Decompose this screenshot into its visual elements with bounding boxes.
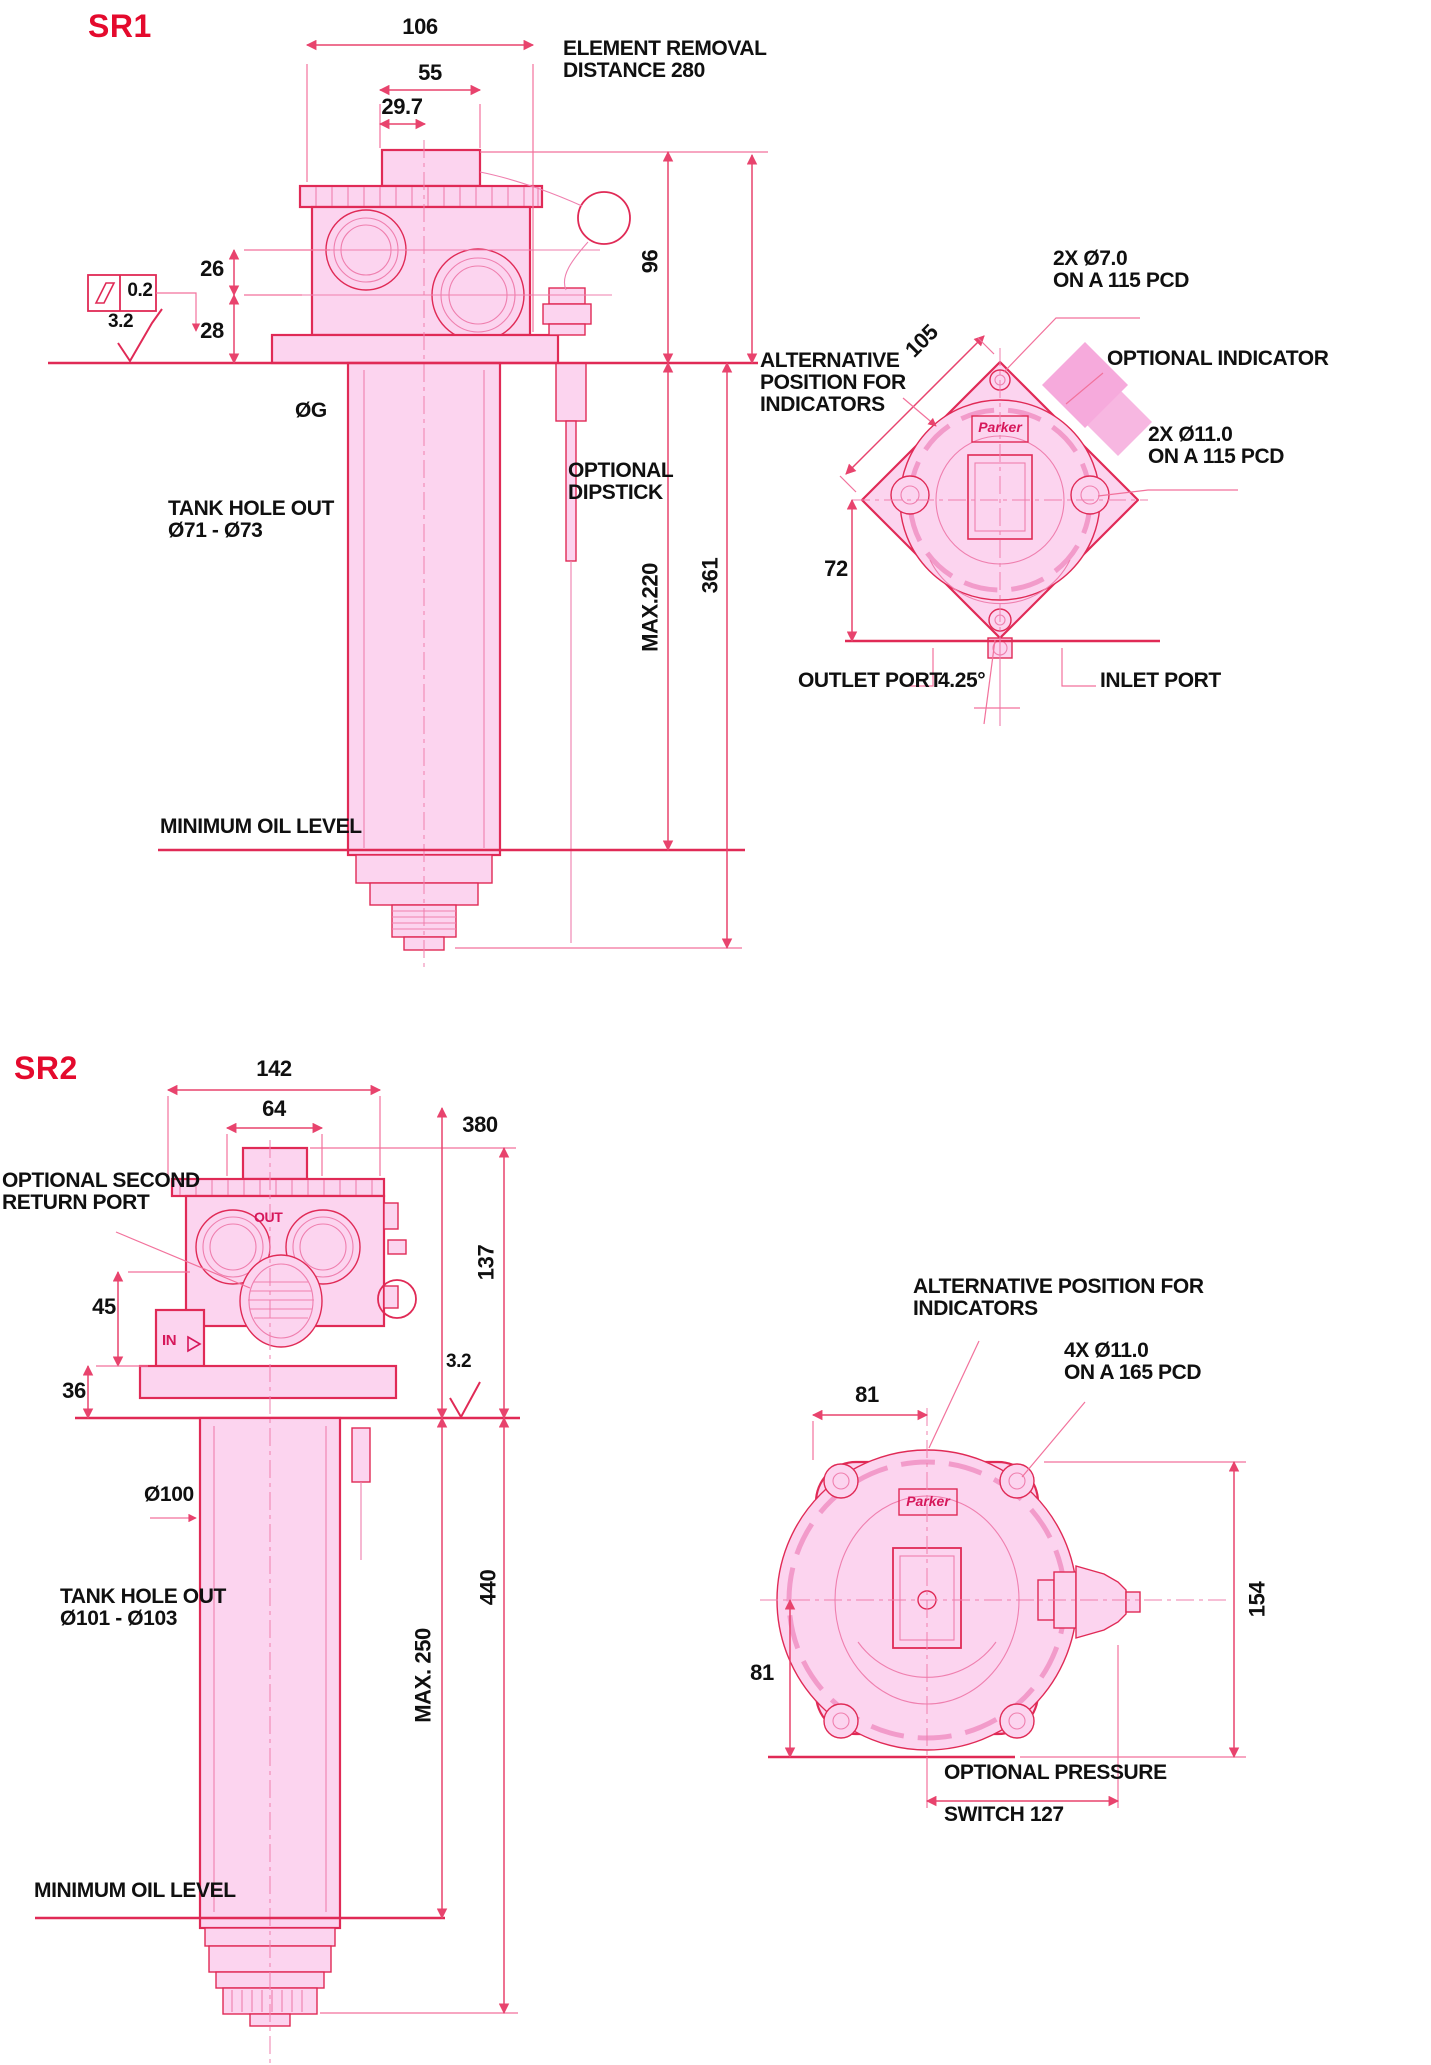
sr2-tank-hole-note: TANK HOLE OUT Ø101 - Ø103 — [60, 1585, 226, 1630]
flatness-symbol-icon — [94, 282, 116, 304]
sr2-roughness-value: 3.2 — [446, 1351, 472, 1372]
sr1-min-oil-label: MINIMUM OIL LEVEL — [160, 815, 362, 838]
sr1-top-drawing — [839, 317, 1238, 726]
sr1-dim-72: 72 — [824, 556, 848, 581]
sr1-cap — [380, 148, 482, 188]
sr1-dipstick-note: OPTIONAL DIPSTICK — [568, 459, 674, 504]
sr2-lanyard-loop — [377, 1279, 417, 1319]
sr1-dim-max220: MAX.220 — [637, 562, 663, 652]
sr2-pressure-switch-note-line2: SWITCH 127 — [944, 1803, 1064, 1826]
sr2-parker-logo: Parker — [906, 1493, 950, 1509]
sr2-dim-137: 137 — [473, 1244, 499, 1281]
sr2-dim-440: 440 — [475, 1569, 501, 1606]
sr2-dim-142: 142 — [256, 1056, 292, 1081]
sr2-dim-64: 64 — [262, 1096, 286, 1121]
sr1-section-title: SR1 — [88, 8, 152, 44]
sr1-inlet-port-label: INLET PORT — [1100, 669, 1221, 692]
sr1-small-holes-note: 2X Ø7.0 ON A 115 PCD — [1053, 247, 1190, 292]
sr1-dim-28: 28 — [200, 318, 224, 343]
sr1-front-drawing — [48, 39, 768, 968]
sr2-holes-note: 4X Ø11.0 ON A 165 PCD — [1064, 1339, 1202, 1384]
sr1-large-holes-note: 2X Ø11.0 ON A 115 PCD — [1148, 423, 1285, 468]
sr2-cap — [241, 1146, 309, 1181]
sr2-out-port-label: OUT — [254, 1209, 283, 1225]
sr2-section-title: SR2 — [14, 1050, 78, 1086]
sr1-element-removal-note: ELEMENT REMOVAL DISTANCE 280 — [563, 37, 767, 82]
sr1-optional-indicator-label: OPTIONAL INDICATOR — [1107, 347, 1329, 370]
sr2-alt-position-note: ALTERNATIVE POSITION FOR INDICATORS — [913, 1275, 1204, 1320]
sr1-alt-position-note: ALTERNATIVE POSITION FOR INDICATORS — [760, 349, 906, 416]
sr2-flange — [138, 1364, 398, 1400]
sr1-dim-106: 106 — [402, 14, 438, 39]
sr2-second-return-note: OPTIONAL SECOND RETURN PORT — [2, 1169, 200, 1214]
sr1-parker-logo: Parker — [978, 419, 1022, 435]
sr1-angle-label: 4.25° — [938, 669, 986, 692]
sr2-dim-max250: MAX. 250 — [410, 1628, 436, 1723]
sr2-dim-81-left: 81 — [750, 1660, 774, 1685]
sr1-roughness-value: 3.2 — [108, 311, 134, 332]
sr1-outlet-port-label: OUTLET PORT — [798, 669, 942, 692]
sr2-dim-81-top: 81 — [855, 1382, 879, 1407]
sr1-roughness-icon — [117, 308, 163, 363]
sr1-flatness-value: 0.2 — [127, 280, 153, 301]
sr1-dim-29-7: 29.7 — [381, 94, 423, 119]
sr2-center-port — [239, 1254, 323, 1348]
sr2-pressure-switch-note-line1: OPTIONAL PRESSURE — [944, 1761, 1167, 1784]
in-arrow-icon — [187, 1335, 202, 1353]
sr2-dim-45: 45 — [92, 1294, 116, 1319]
sr2-top-drawing — [760, 1340, 1246, 1808]
sr1-dim-361: 361 — [697, 557, 723, 594]
sr1-flange — [270, 333, 560, 365]
sr2-roughness-icon — [449, 1381, 481, 1420]
sr1-spigot-dia-label: ØG — [295, 399, 327, 422]
sr2-in-port-label: IN — [162, 1332, 177, 1349]
sr1-flatness-frame — [87, 274, 157, 312]
sr1-dim-96: 96 — [637, 249, 663, 274]
sr2-dim-380: 380 — [462, 1112, 498, 1137]
sr2-dim-154: 154 — [1244, 1581, 1270, 1618]
sr2-front-drawing — [35, 1084, 520, 2065]
sr1-lanyard-loop — [577, 191, 631, 245]
sr1-dim-26: 26 — [200, 256, 224, 281]
sr2-min-oil-label: MINIMUM OIL LEVEL — [34, 1879, 236, 1902]
sr1-tank-hole-note: TANK HOLE OUT Ø71 - Ø73 — [168, 497, 334, 542]
sr2-dim-36: 36 — [62, 1378, 86, 1403]
sr2-logo-box — [898, 1488, 958, 1516]
sr1-dim-55: 55 — [418, 60, 442, 85]
sr2-spigot-dia-label: Ø100 — [144, 1483, 194, 1506]
